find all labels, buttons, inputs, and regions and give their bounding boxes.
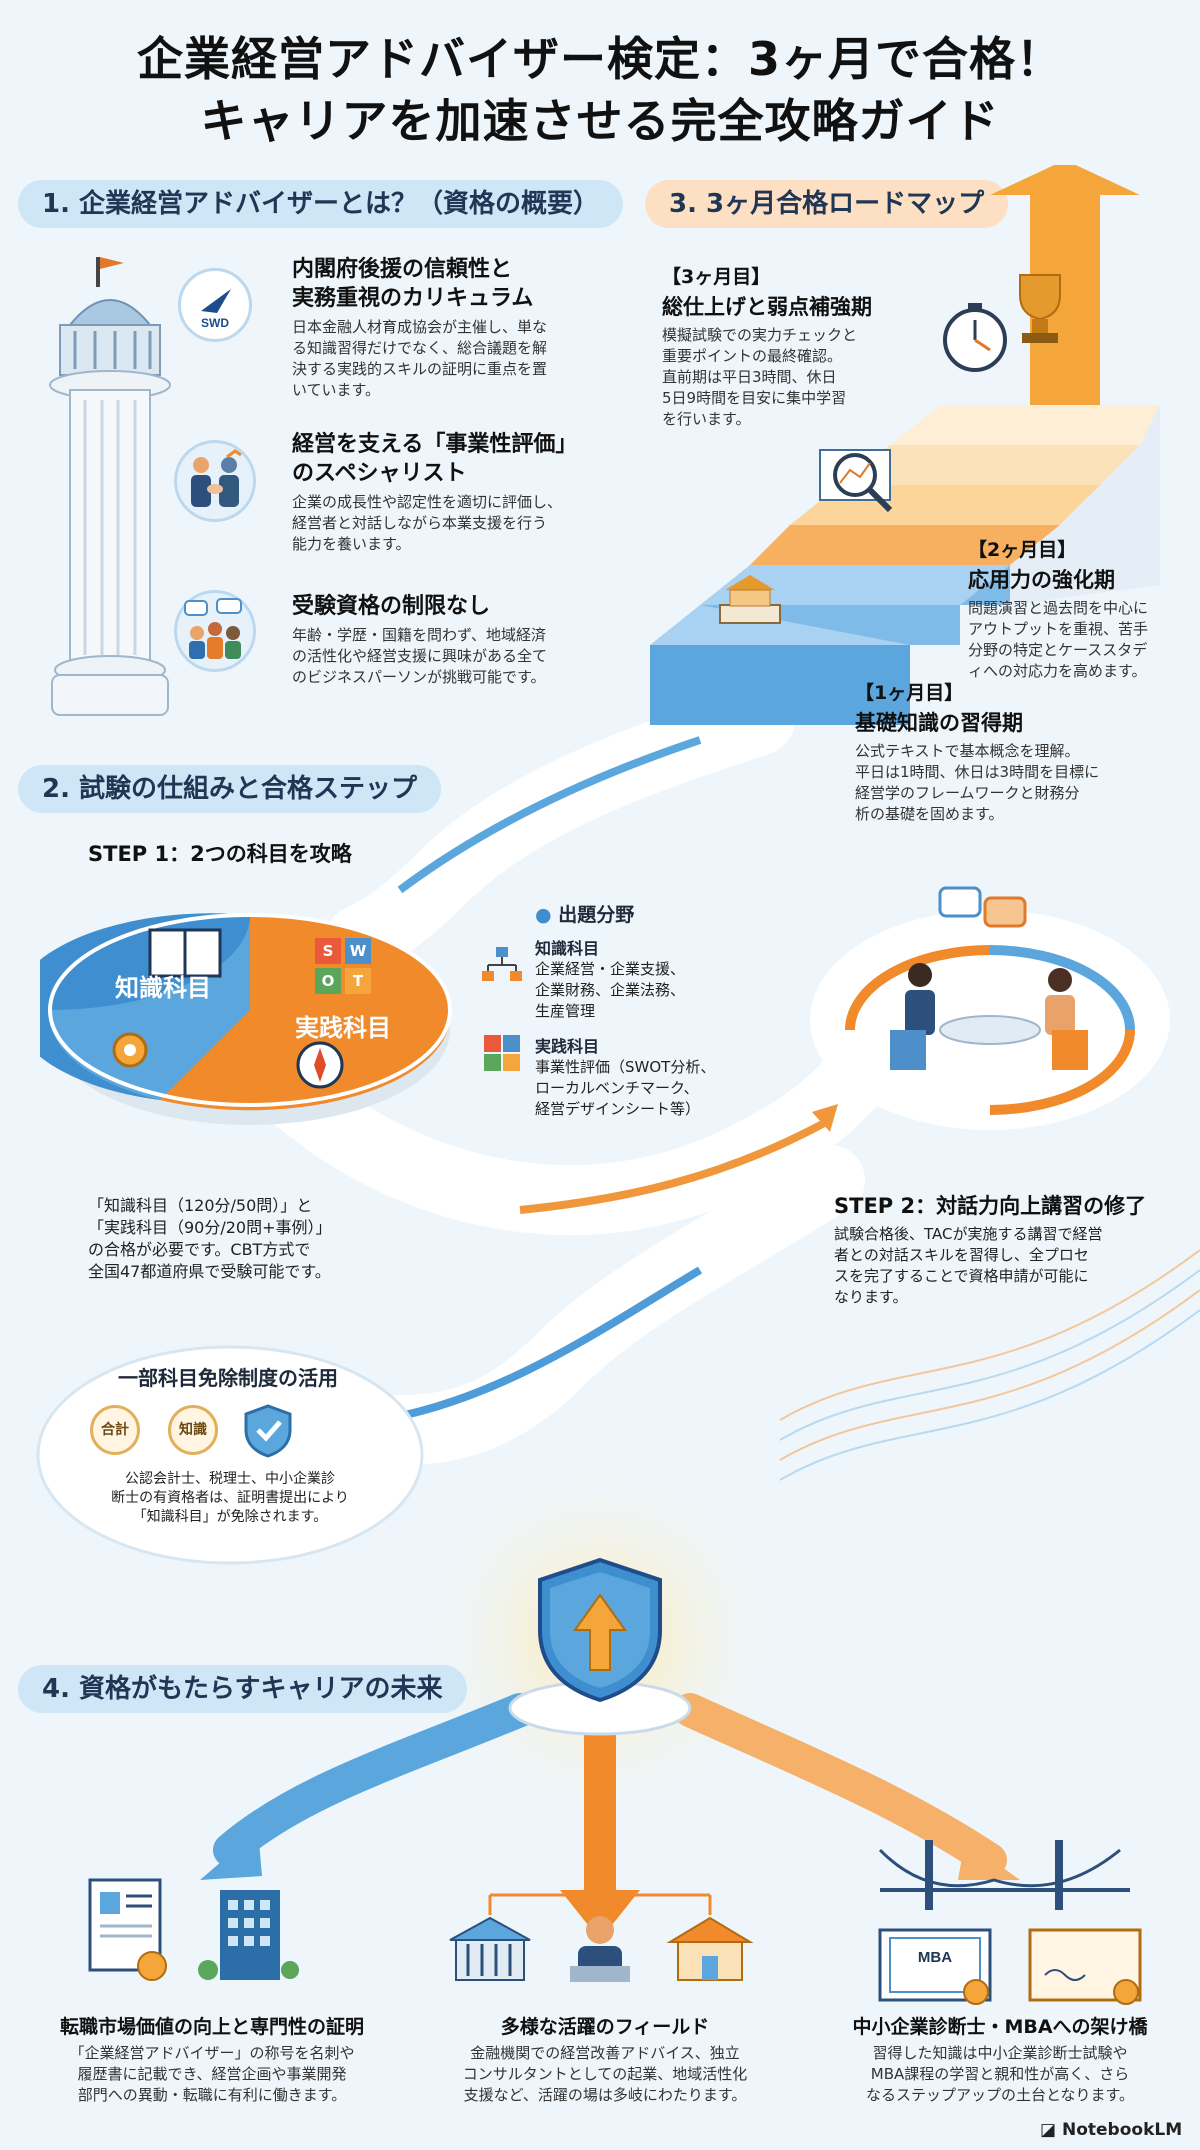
field-practice-body: 事業性評価（SWOT分析、 ローカルベンチマーク、 経営デザインシート等） [535, 1058, 716, 1118]
badge-kaikei: 合計 [90, 1405, 140, 1455]
pie-label-knowledge: 知識科目 [115, 974, 211, 1002]
step1-title: STEP 1：2つの科目を攻略 [88, 842, 352, 866]
section3-heading: 3. 3ヶ月合格ロードマップ [645, 180, 1009, 228]
field-practice-title: 実践科目 [535, 1037, 600, 1056]
fields-icons [449, 1893, 754, 1982]
month-2-label: 【2ヶ月目】 [968, 539, 1077, 561]
subject-pie [40, 913, 452, 1125]
field-heading-label: 出題分野 [558, 904, 635, 926]
title-line-2: キャリアを加速させる完全攻略ガイド [200, 94, 1000, 148]
badge-chishiki: 知識 [168, 1405, 218, 1455]
career-card-2-body: 金融機関での経営改善アドバイス、独立 コンサルタントとしての起業、地域活性化 支… [462, 2044, 748, 2104]
handshake-icon [174, 440, 256, 522]
feature-3-title: 受験資格の制限なし [292, 594, 491, 619]
career-card-1-body: 「企業経営アドバイザー」の称号を名刺や 履歴書に記載でき、経営企画や事業開発 部… [69, 2044, 355, 2104]
pass-note: 「知識科目（120分/50問）」と 「実践科目（90分/20問+事例）」 の合格… [88, 1196, 332, 1281]
career-card-3: 中小企業診断士・MBAへの架け橋 習得した知識は中小企業診断士試験や MBA課程… [815, 2012, 1185, 2106]
month-3-body: 模擬試験での実力チェックと 重要ポイントの最終確認。 直前期は平日3時間、休日 … [662, 326, 858, 428]
month-1-body: 公式テキストで基本概念を理解。 平日は1時間、休日は3時間を目標に 経営学のフレ… [855, 742, 1100, 823]
mba-label: MBA [918, 1949, 952, 1966]
feature-1-body: 日本金融人材育成協会が主催し、単な る知識習得だけでなく、総合議題を解 決する実… [292, 318, 548, 399]
month-1-title: 基礎知識の習得期 [855, 711, 1023, 735]
month-3-title: 総仕上げと弱点補強期 [662, 295, 872, 319]
feature-2: 経営を支える「事業性評価」 のスペシャリスト 企業の成長性や認定性を適切に評価し… [292, 430, 652, 555]
footer-brand-text: NotebookLM [1061, 2120, 1183, 2140]
career-card-1: 転職市場価値の向上と専門性の証明 「企業経営アドバイザー」の称号を名刺や 履歴書… [22, 2012, 402, 2106]
section4-heading: 4. 資格がもたらすキャリアの未来 [18, 1665, 467, 1713]
swot-icon [484, 1035, 520, 1071]
field-knowledge-body: 企業経営・企業支援、 企業財務、企業法務、 生産管理 [535, 960, 686, 1020]
month-2-title: 応用力の強化期 [968, 568, 1115, 592]
month-1-label: 【1ヶ月目】 [855, 682, 964, 704]
field-knowledge-title: 知識科目 [535, 939, 600, 958]
feature-3: 受験資格の制限なし 年齢・学歴・国籍を問わず、地域経済 の活性化や経営支援に興味… [292, 592, 652, 688]
exemption-disc [36, 1345, 424, 1565]
section2-heading: 2. 試験の仕組みと合格ステップ [18, 765, 442, 813]
field-practice: 実践科目 事業性評価（SWOT分析、 ローカルベンチマーク、 経営デザインシート… [535, 1033, 815, 1120]
org-chart-icon [482, 947, 522, 981]
pillar-illustration [49, 257, 171, 716]
month-1: 【1ヶ月目】 基礎知識の習得期 公式テキストで基本概念を理解。 平日は1時間、休… [855, 678, 1175, 825]
title-line-1: 企業経営アドバイザー検定：3ヶ月で合格！ [136, 32, 1063, 86]
pie-label-practice: 実践科目 [295, 1014, 391, 1042]
feature-1: 内閣府後援の信頼性と 実務重視のカリキュラム 日本金融人材育成協会が主催し、単な… [292, 255, 652, 401]
swot-w: W [345, 938, 371, 964]
exemption: 一部科目免除制度の活用 [48, 1362, 408, 1391]
swot-t: T [345, 968, 371, 994]
month-2: 【2ヶ月目】 応用力の強化期 問題演習と過去問を中心に アウトプットを重視、苦手… [968, 535, 1193, 682]
shield-check-icon [244, 1404, 292, 1458]
bullet-icon: ● [535, 904, 559, 926]
step2-title: STEP 2：対話力向上講習の修了 [834, 1194, 1147, 1218]
page-title: 企業経営アドバイザー検定：3ヶ月で合格！ キャリアを加速させる完全攻略ガイド [0, 28, 1200, 152]
notebook-icon: ◪ [1040, 2120, 1062, 2140]
exempt-body: 公認会計士、税理士、中小企業診 断士の有資格者は、証明書提出により 「知識科目」… [111, 1471, 349, 1525]
swot-s: S [315, 938, 341, 964]
logo-text: SWD [201, 316, 229, 330]
logo-icon: SWD [178, 268, 252, 342]
footer-brand: ◪ NotebookLM [1040, 2120, 1182, 2140]
career-card-3-title: 中小企業診断士・MBAへの架け橋 [852, 2016, 1148, 2038]
month-3-label: 【3ヶ月目】 [662, 266, 771, 288]
career-card-2: 多様な活躍のフィールド 金融機関での経営改善アドバイス、独立 コンサルタントとし… [420, 2012, 790, 2106]
step2-body: 試験合格後、TACが実施する講習で経営 者との対話スキルを習得し、全プロセ スを… [834, 1225, 1103, 1306]
step2: STEP 2：対話力向上講習の修了 試験合格後、TACが実施する講習で経営 者と… [834, 1190, 1184, 1308]
feature-3-body: 年齢・学歴・国籍を問わず、地域経済 の活性化や経営支援に興味がある全て のビジネ… [292, 626, 548, 686]
field-heading: ● 出題分野 [535, 900, 795, 927]
month-3: 【3ヶ月目】 総仕上げと弱点補強期 模擬試験での実力チェックと 重要ポイントの最… [662, 262, 932, 430]
stairs-illustration [650, 165, 1160, 725]
feature-2-body: 企業の成長性や認定性を適切に評価し、 経営者と対話しながら本業支援を行う 能力を… [292, 493, 563, 553]
exempt-title: 一部科目免除制度の活用 [118, 1366, 338, 1390]
field-list: ● 出題分野 [535, 900, 795, 927]
bridge-mba-icons: MBA [878, 1840, 1142, 2005]
dialogue-illustration [810, 886, 1170, 1130]
field-knowledge: 知識科目 企業経営・企業支援、 企業財務、企業法務、 生産管理 [535, 935, 805, 1022]
feature-1-title: 内閣府後援の信頼性と 実務重視のカリキュラム [292, 257, 534, 311]
career-card-2-title: 多様な活躍のフィールド [500, 2016, 710, 2038]
section1-heading: 1. 企業経営アドバイザーとは？（資格の概要） [18, 180, 624, 228]
career-card-1-title: 転職市場価値の向上と専門性の証明 [59, 2016, 364, 2038]
career-card-3-body: 習得した知識は中小企業診断士試験や MBA課程の学習と親和性が高く、さら なるス… [865, 2044, 1135, 2104]
month-2-body: 問題演習と過去問を中心に アウトプットを重視、苦手 分野の特定とケーススタデ ィ… [968, 599, 1149, 680]
swot-o: O [315, 968, 341, 994]
people-chat-icon [174, 590, 256, 672]
feature-2-title: 経営を支える「事業性評価」 のスペシャリスト [292, 432, 578, 486]
resume-building-icon [88, 1878, 299, 1981]
shield-up-illustration [508, 1557, 692, 1736]
